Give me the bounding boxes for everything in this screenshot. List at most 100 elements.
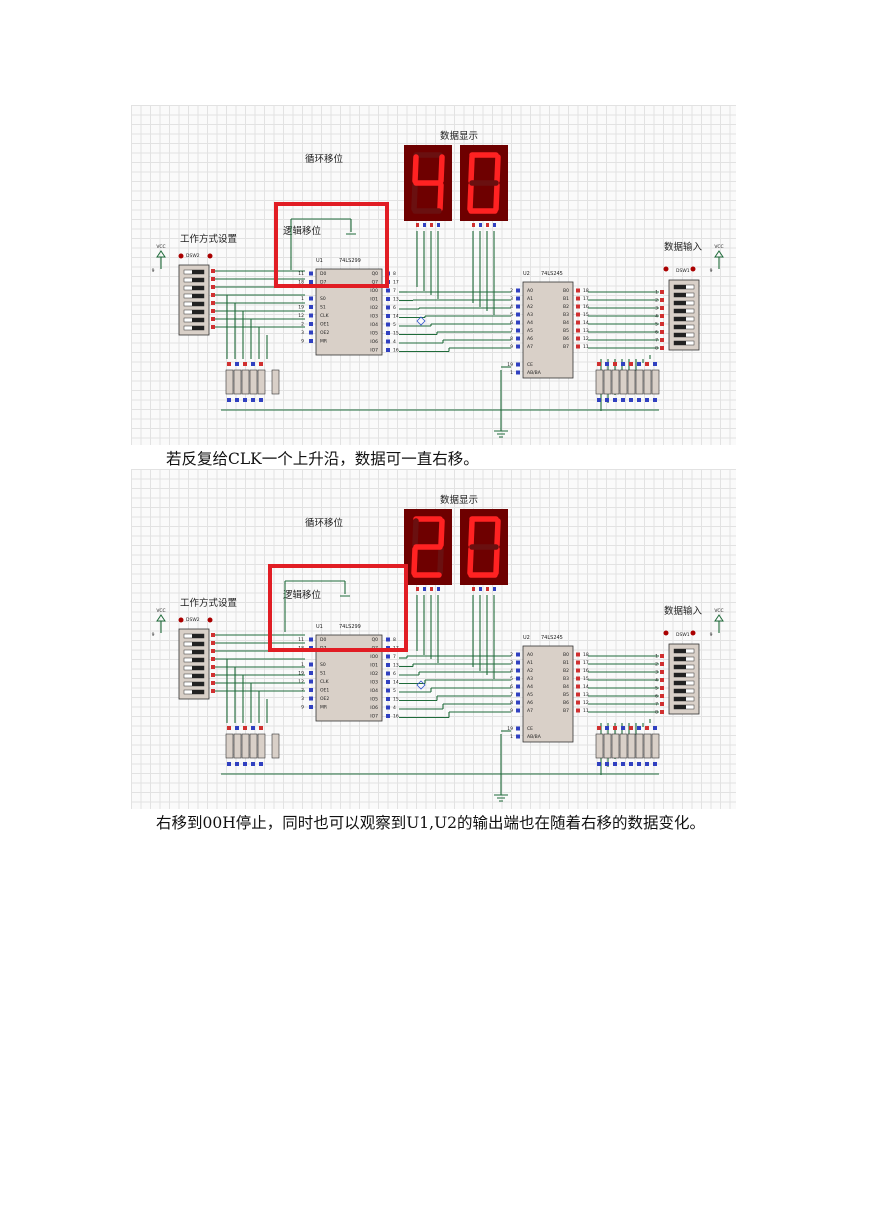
dsw-led (207, 253, 213, 259)
highlight-box (268, 564, 408, 652)
pin-marker (243, 398, 247, 402)
pin-marker (243, 362, 247, 366)
u2-pin-b3: B3 (563, 676, 569, 682)
dip-toggle (192, 302, 204, 306)
dip-toggle (674, 681, 686, 685)
pin-marker (597, 726, 601, 730)
segment-e (467, 182, 474, 212)
dip-switch-dsw1 (668, 279, 700, 351)
u2-pin-number: 9 (510, 344, 513, 350)
dip-toggle (674, 657, 686, 661)
u1-pin-number: 14 (393, 314, 399, 320)
u2-pin-b4: B4 (563, 320, 569, 326)
u1-pin-io0: IO0 (370, 288, 378, 294)
display-pin (437, 587, 440, 591)
u1-pin-io2: IO2 (370, 305, 378, 311)
u1-part: 74LS299 (339, 258, 361, 264)
u2-pin-a1: A1 (527, 296, 533, 302)
u2-pin-number: 12 (583, 700, 589, 706)
vcc-label: VCC (714, 608, 723, 614)
seven-segment-display-left (404, 145, 452, 227)
circular-shift-title: 循环移位 (305, 517, 344, 529)
logic-shift-title: 逻辑移位 (283, 225, 322, 237)
pin-marker (386, 288, 390, 293)
display-pin (472, 223, 475, 227)
pin-marker (309, 688, 313, 692)
pin-marker (309, 637, 313, 642)
pin-marker (576, 676, 580, 681)
u2-pin-ce: CE (527, 726, 533, 732)
u1-pin-mr: MR (320, 705, 327, 711)
u2-pin-number: 6 (510, 684, 513, 690)
resistor-array-right (595, 362, 660, 402)
resistor-array-right (595, 726, 660, 766)
u2-pin-number: 8 (510, 700, 513, 706)
u1-pin-d0: D0 (320, 637, 326, 643)
u2-pin-number: 1 (510, 370, 513, 376)
u1-pin-number: 1 (301, 662, 304, 668)
u1-pin-number: 8 (393, 637, 396, 643)
resistor (257, 733, 266, 759)
u1-pin-s1: S1 (320, 671, 326, 677)
display-pin (486, 587, 489, 591)
dip-toggle (192, 650, 204, 654)
pin-marker (576, 652, 580, 657)
u2-pin-number: 13 (583, 328, 589, 334)
pin-marker (243, 726, 247, 730)
u1-pin-number: 11 (298, 637, 304, 643)
resistor (619, 369, 628, 395)
u2-pin-number: 7 (510, 328, 513, 334)
u1-pin-oe1: OE1 (320, 322, 329, 328)
pin-marker (660, 670, 664, 674)
u1-pin-io4: IO4 (370, 322, 378, 328)
segment-b (438, 154, 445, 184)
segment-e (411, 546, 418, 576)
pin-marker (516, 692, 520, 697)
seven-segment-display-right (460, 145, 508, 227)
pin-marker (576, 344, 580, 349)
pin-marker (227, 398, 231, 402)
dip-toggle (192, 270, 204, 274)
pin-marker (227, 726, 231, 730)
pin-marker (516, 296, 520, 301)
resistor (225, 369, 234, 395)
resistor (241, 369, 250, 395)
dip-toggle (192, 278, 204, 282)
pin-marker (309, 322, 313, 326)
u1-pin-s1: S1 (320, 305, 326, 311)
pin-marker (660, 306, 664, 310)
u1-pin-number: 7 (393, 288, 396, 294)
display-pin (423, 587, 426, 591)
dip-toggle (674, 689, 686, 693)
pin-number: 9 (152, 268, 155, 274)
segment-b (438, 518, 445, 548)
dip-toggle (192, 294, 204, 298)
u2-pin-b1: B1 (563, 296, 569, 302)
pin-marker (251, 726, 255, 730)
u2-pin-number: 5 (510, 676, 513, 682)
resistor (257, 369, 266, 395)
u2-ref: U2 (523, 271, 530, 277)
logic-shift-title: 逻辑移位 (283, 589, 322, 601)
pin-marker (259, 726, 263, 730)
seven-segment-display-right (460, 509, 508, 591)
vcc-label: VCC (156, 608, 165, 614)
u1-pin-number: 5 (393, 322, 396, 328)
u1-pin-d7: D7 (320, 280, 326, 286)
u1-pin-clk: CLK (320, 313, 330, 319)
pin-marker (576, 336, 580, 341)
u2-pin-a0: A0 (527, 288, 533, 294)
pin-number: 2 (655, 662, 658, 668)
resistor (595, 369, 604, 395)
vcc-label: VCC (714, 244, 723, 250)
resistor (241, 733, 250, 759)
pin-number: 9 (710, 632, 713, 638)
u2-pin-number: 2 (510, 652, 513, 658)
pin-marker (259, 762, 263, 766)
u2-pin-ab-ba: AB/BA (527, 734, 542, 740)
u1-pin-number: 17 (393, 280, 399, 286)
segment-f (468, 518, 475, 548)
pin-marker (309, 662, 313, 667)
pin-marker (660, 686, 664, 690)
u2-pin-b2: B2 (563, 668, 569, 674)
